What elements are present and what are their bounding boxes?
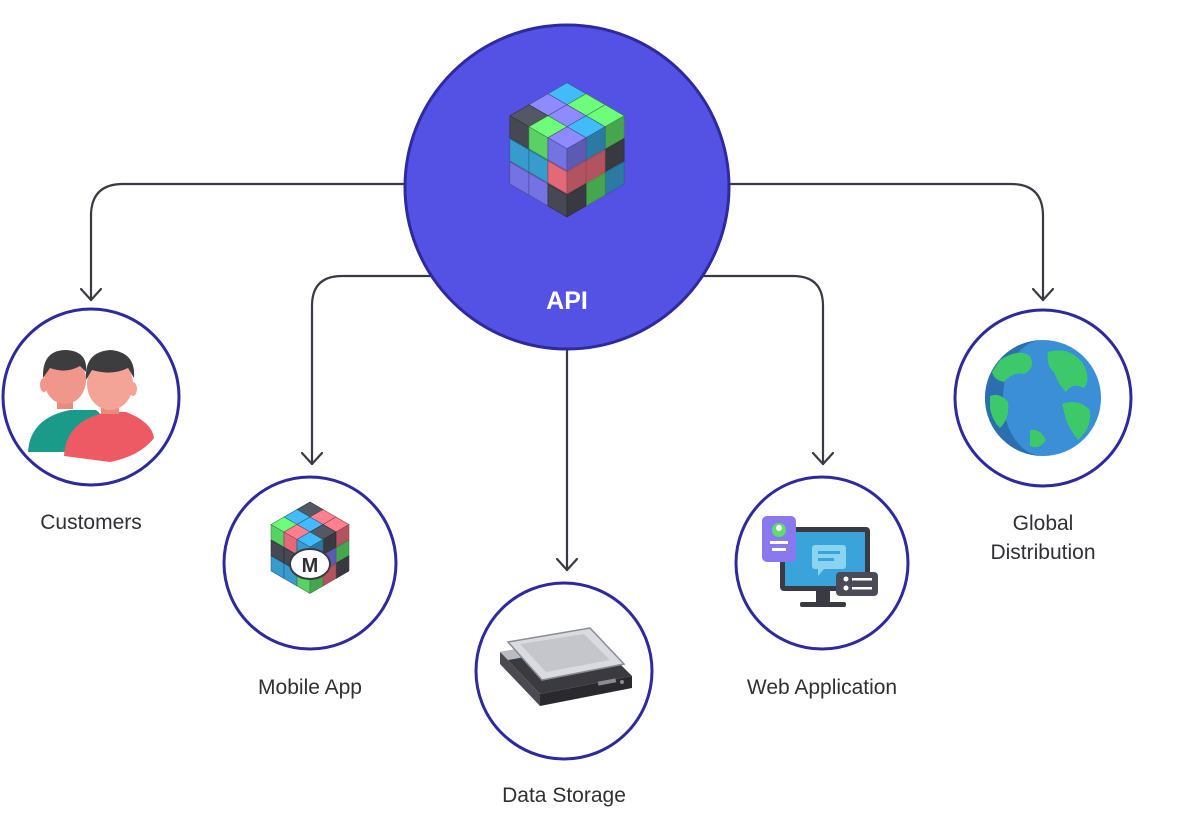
node-storage bbox=[474, 581, 654, 761]
m-badge: M bbox=[289, 548, 331, 580]
arrowhead-mobile bbox=[300, 451, 324, 466]
arrowhead-storage bbox=[555, 557, 579, 572]
rubik-cube-icon bbox=[509, 82, 625, 218]
monitor-icon bbox=[762, 516, 878, 607]
connector-customers bbox=[89, 182, 422, 302]
node-web bbox=[734, 475, 910, 651]
api-hub bbox=[403, 23, 731, 351]
label-global-line2: Distribution bbox=[990, 541, 1096, 564]
cube-face bbox=[566, 183, 587, 218]
customers-icon bbox=[28, 350, 154, 462]
cube-face bbox=[566, 137, 587, 172]
api-hub-label: API bbox=[546, 287, 588, 315]
node-mobile: M bbox=[222, 475, 398, 651]
connector-mobile bbox=[310, 274, 442, 466]
arrowhead-web bbox=[811, 451, 835, 466]
hard-drive-icon bbox=[500, 627, 632, 706]
label-customers: Customers bbox=[40, 511, 142, 534]
arrowhead-customers bbox=[79, 287, 103, 302]
node-customers bbox=[1, 307, 181, 487]
label-global-line1: Global bbox=[1012, 512, 1074, 535]
connectors bbox=[79, 182, 1055, 572]
arrowhead-global bbox=[1031, 287, 1055, 302]
label-mobile-app: Mobile App bbox=[258, 676, 362, 699]
connector-web bbox=[698, 274, 825, 466]
label-global-distribution: Global Distribution bbox=[953, 509, 1133, 567]
label-data-storage: Data Storage bbox=[502, 784, 626, 807]
label-web-application: Web Application bbox=[746, 676, 898, 699]
cube-face bbox=[566, 160, 587, 195]
globe-icon bbox=[985, 340, 1101, 456]
node-global bbox=[953, 308, 1133, 488]
m-badge-letter: M bbox=[302, 555, 319, 577]
connector-global bbox=[716, 182, 1045, 302]
